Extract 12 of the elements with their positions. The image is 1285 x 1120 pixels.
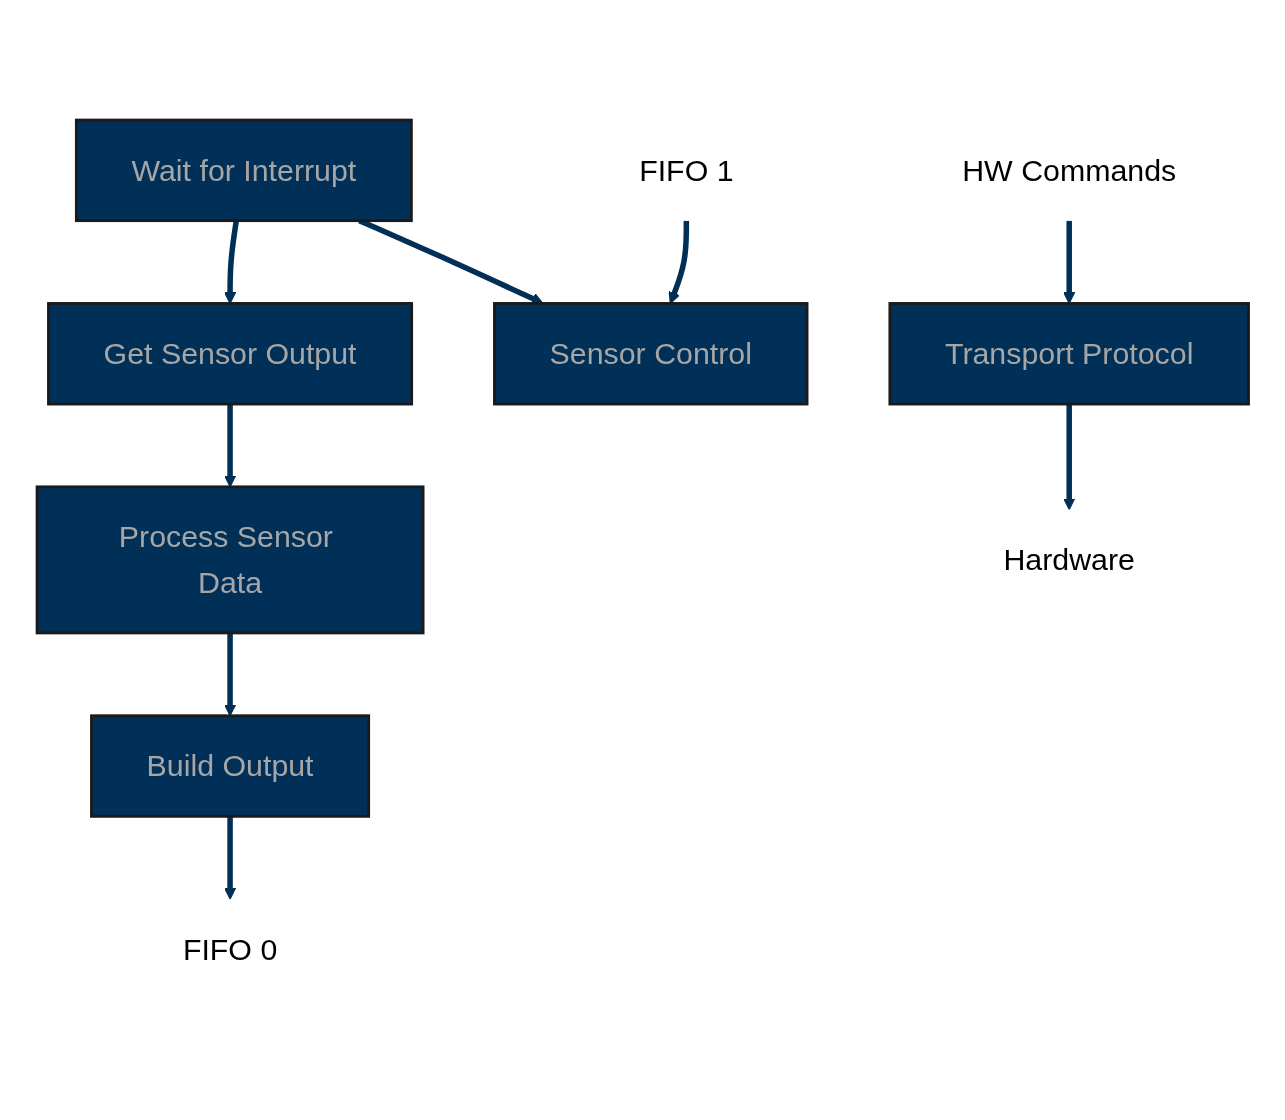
node-text: Hardware [1003, 542, 1135, 578]
node-box: Transport Protocol [888, 302, 1250, 406]
node-text: HW Commands [961, 153, 1176, 188]
arrow [223, 816, 236, 900]
node-box: Process Sensor Data [35, 485, 425, 635]
node-text: FIFO 1 [638, 153, 734, 188]
node-box: Sensor Control [492, 302, 809, 406]
node-box: Wait for Interrupt [74, 118, 413, 223]
arrow [1062, 404, 1075, 511]
node-text: FIFO 0 [182, 932, 277, 967]
node-box: Build Output [89, 714, 370, 818]
node-box: Get Sensor Output [46, 302, 413, 406]
